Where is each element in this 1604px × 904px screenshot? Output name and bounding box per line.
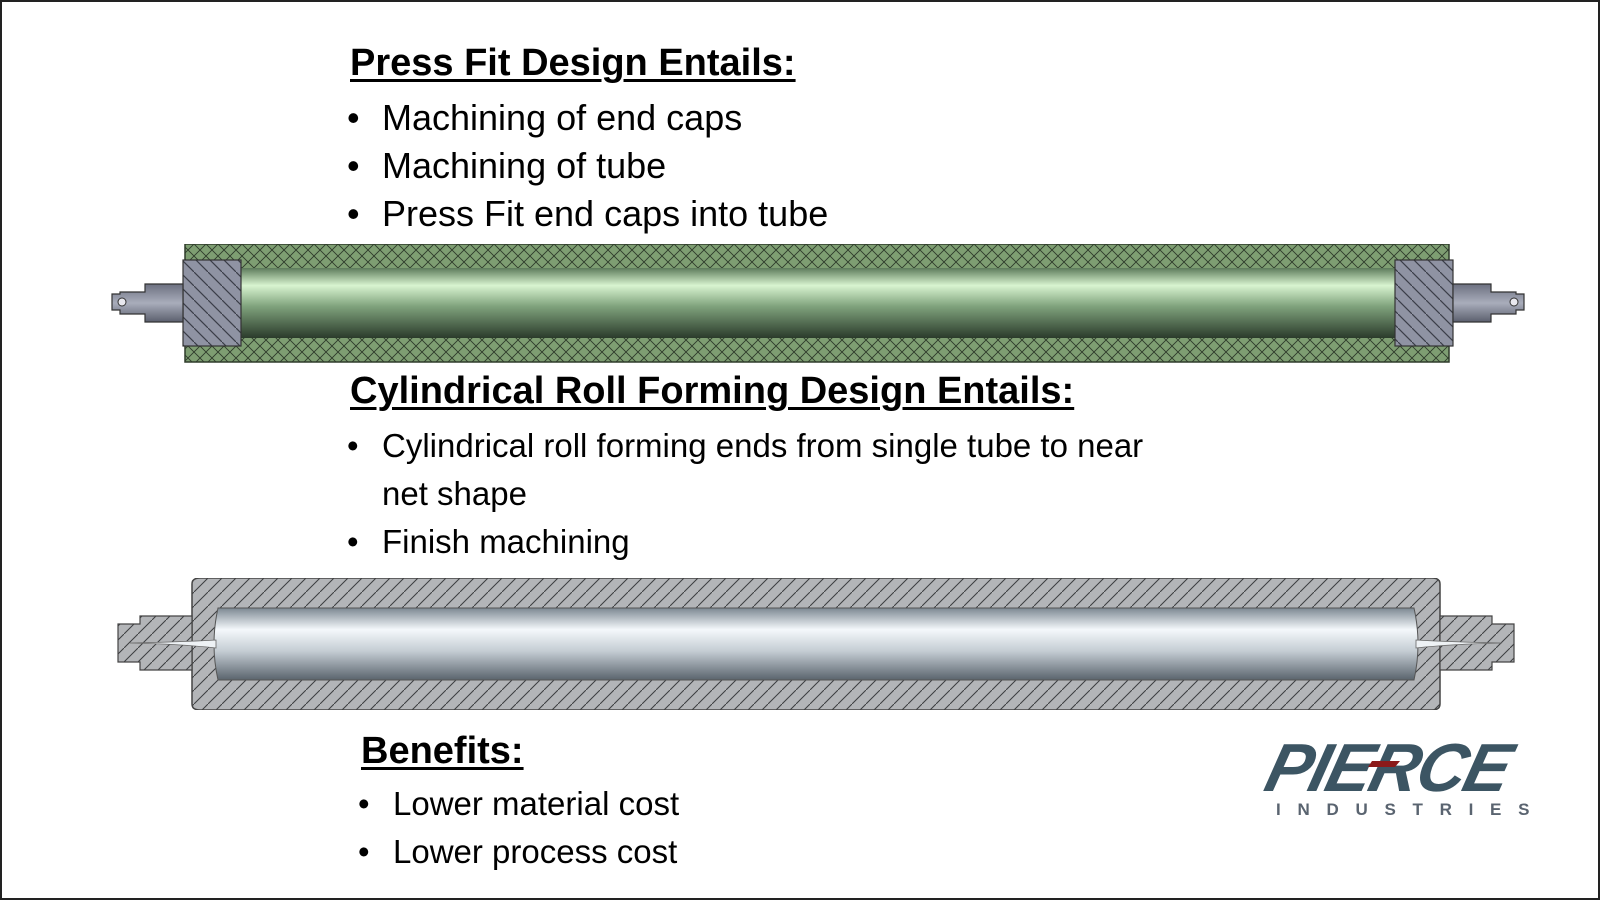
right-end-cap — [1394, 259, 1454, 347]
left-formed-channel — [129, 639, 217, 649]
tube-bore — [238, 268, 1396, 338]
bullet-item: Lower process cost — [356, 828, 679, 876]
right-center-hole — [1509, 297, 1519, 307]
roll-forming-heading: Cylindrical Roll Forming Design Entails: — [350, 370, 1075, 412]
press-fit-bullets: Machining of end caps Machining of tube … — [345, 94, 828, 238]
benefits-bullets: Lower material cost Lower process cost — [356, 780, 679, 876]
right-shaft — [1452, 283, 1525, 323]
bullet-item: Press Fit end caps into tube — [345, 190, 828, 238]
right-formed-channel — [1415, 639, 1503, 649]
left-shaft — [111, 283, 184, 323]
logo-subtitle: I N D U S T R I E S — [1276, 800, 1535, 819]
left-center-hole — [117, 297, 127, 307]
bullet-item: Machining of end caps — [345, 94, 828, 142]
press-fit-heading: Press Fit Design Entails: — [350, 42, 796, 84]
bullet-item: Finish machining — [345, 518, 1143, 566]
pierce-industries-logo: PIERCE I N D U S T R I E S — [1258, 735, 1535, 819]
bullet-continuation: net shape — [382, 475, 527, 512]
roll-forming-bullets: Cylindrical roll forming ends from singl… — [345, 422, 1143, 566]
logo-accent-mark — [1368, 761, 1400, 767]
roll-formed-drawing — [117, 578, 1515, 710]
bullet-item: Cylindrical roll forming ends from singl… — [345, 422, 1143, 470]
bullet-item: Lower material cost — [356, 780, 679, 828]
bullet-item: Machining of tube — [345, 142, 828, 190]
rolled-tube-bore — [213, 607, 1419, 681]
press-fit-roll-drawing — [111, 244, 1525, 363]
benefits-heading: Benefits: — [361, 730, 524, 772]
left-end-cap — [182, 259, 242, 347]
logo-wordmark: PIERCE — [1258, 735, 1522, 806]
